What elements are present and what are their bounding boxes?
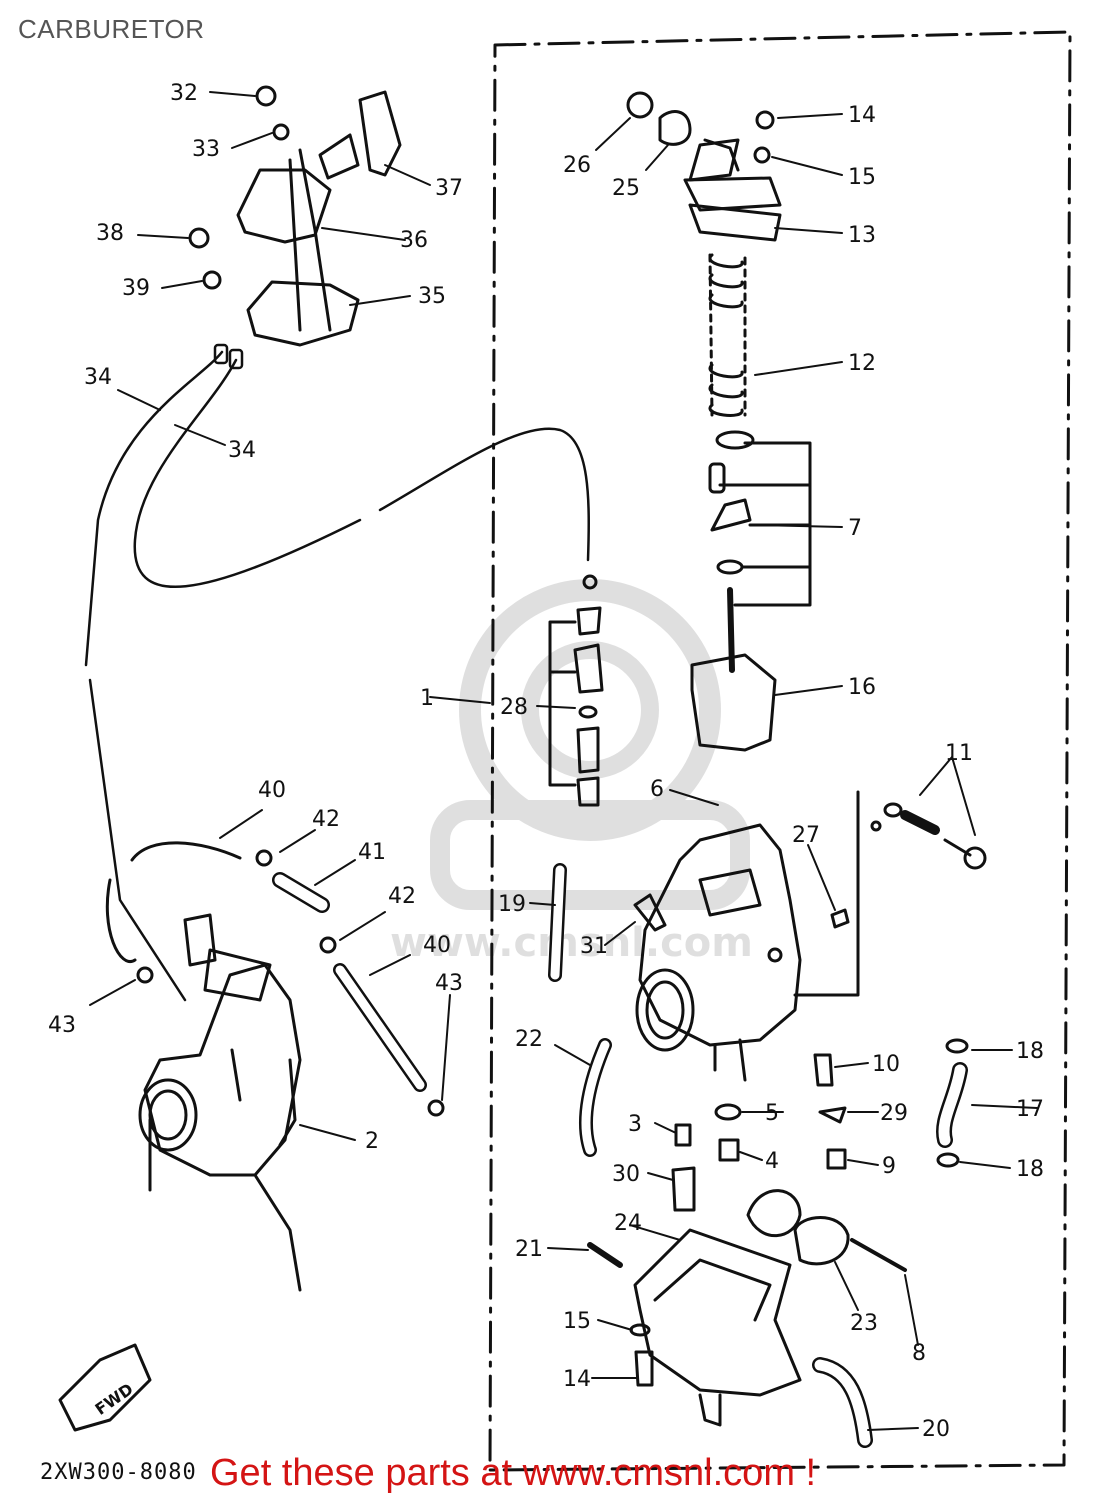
callout-30: 30 — [612, 1162, 640, 1187]
callout-3: 3 — [628, 1112, 642, 1137]
callout-25: 25 — [612, 176, 640, 201]
callout-7: 7 — [848, 516, 862, 541]
throttle-cable-34 — [84, 343, 590, 1002]
callout-16: 16 — [848, 675, 876, 700]
callout-31: 31 — [580, 934, 608, 959]
carburetor-body — [635, 823, 802, 1082]
callout-14b: 14 — [563, 1367, 591, 1392]
callout-19: 19 — [498, 892, 526, 917]
callout-42b: 42 — [388, 884, 416, 909]
throttle-sensor-group — [188, 85, 402, 347]
throttle-valve — [690, 653, 777, 752]
callout-15a: 15 — [848, 165, 876, 190]
callout-38: 38 — [96, 221, 124, 246]
callout-28: 28 — [500, 695, 528, 720]
callout-43a: 43 — [435, 971, 463, 996]
callout-36: 36 — [400, 228, 428, 253]
callout-34b: 34 — [228, 438, 256, 463]
callout-32: 32 — [170, 81, 198, 106]
callout-14a: 14 — [848, 103, 876, 128]
diagram-code: 2XW300-8080 — [40, 1460, 197, 1485]
carburetor-assembled — [138, 913, 302, 1292]
callout-labels: 32 33 37 38 36 39 35 34 34 40 42 41 42 4… — [48, 81, 1044, 1442]
callout-11: 11 — [945, 741, 973, 766]
callout-4: 4 — [765, 1149, 779, 1174]
callout-24: 24 — [614, 1211, 642, 1236]
callout-12: 12 — [848, 351, 876, 376]
callout-39: 39 — [122, 276, 150, 301]
callout-13: 13 — [848, 223, 876, 248]
callout-21: 21 — [515, 1237, 543, 1262]
callout-37: 37 — [435, 176, 463, 201]
fwd-label: FWD — [91, 1379, 136, 1419]
callout-26: 26 — [563, 153, 591, 178]
callout-33: 33 — [192, 137, 220, 162]
callout-40b: 40 — [423, 933, 451, 958]
callout-34a: 34 — [84, 365, 112, 390]
vent-hoses — [105, 841, 445, 1117]
parts-link[interactable]: Get these parts at www.cmsnl.com ! — [210, 1452, 817, 1494]
callout-5: 5 — [765, 1101, 779, 1126]
enclosure-dashed — [488, 30, 1072, 1472]
callout-43b: 43 — [48, 1013, 76, 1038]
callout-40a: 40 — [258, 778, 286, 803]
callout-17: 17 — [1016, 1097, 1044, 1122]
drain-hoses — [548, 863, 969, 1448]
callout-29: 29 — [880, 1101, 908, 1126]
callout-27: 27 — [792, 823, 820, 848]
callout-23: 23 — [850, 1311, 878, 1336]
callout-35: 35 — [418, 284, 446, 309]
callout-2: 2 — [365, 1129, 379, 1154]
callout-1: 1 — [420, 686, 434, 711]
callout-22: 22 — [515, 1027, 543, 1052]
watermark-text: www.cmsnl.com — [390, 920, 753, 966]
pilot-screw — [793, 790, 987, 997]
leader-lines — [89, 91, 1038, 1431]
callout-8: 8 — [912, 1341, 926, 1366]
throttle-spring — [708, 253, 747, 417]
needle-group — [708, 430, 812, 673]
callout-18b: 18 — [1016, 1157, 1044, 1182]
callout-41: 41 — [358, 840, 386, 865]
callout-15b: 15 — [563, 1309, 591, 1334]
page-title: CARBURETOR — [18, 14, 205, 44]
float-bowl-group — [587, 1189, 907, 1427]
callout-20: 20 — [922, 1417, 950, 1442]
callout-6: 6 — [650, 777, 664, 802]
callout-18a: 18 — [1016, 1039, 1044, 1064]
fwd-arrow-icon — [58, 1343, 152, 1432]
callout-42a: 42 — [312, 807, 340, 832]
jet-parts — [548, 574, 604, 807]
small-parts — [633, 893, 850, 1212]
top-cap-group — [626, 91, 782, 242]
callout-10: 10 — [872, 1052, 900, 1077]
callout-9: 9 — [882, 1154, 896, 1179]
